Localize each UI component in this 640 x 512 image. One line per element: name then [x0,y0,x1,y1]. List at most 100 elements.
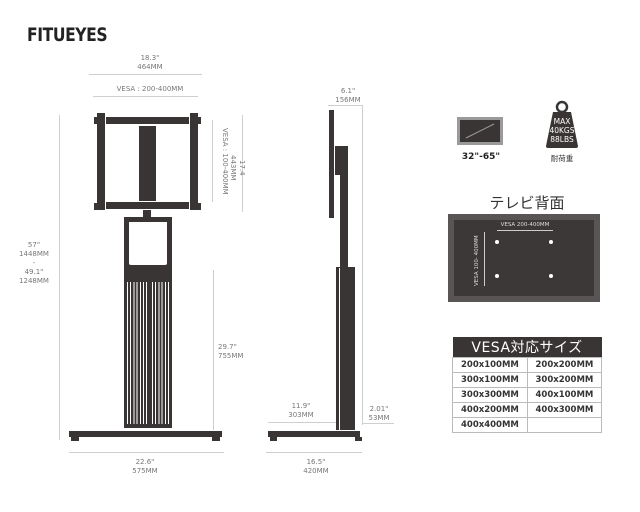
top-width-dimension: 18.3" 464MM [110,54,190,72]
side-base [268,431,360,437]
table-row: 400x400MM [452,417,602,433]
column-vent-left [127,282,147,424]
weight-caption: 耐荷重 [550,154,574,163]
side-lower-column [336,267,355,430]
base-foot [355,437,362,441]
dimension-mm: 755MM [218,352,244,360]
dimension-mm: 575MM [132,467,158,475]
table-cell: 400x200MM [452,402,528,418]
frame-knob [198,203,201,210]
side-upper-column [340,175,348,268]
vesa-frame-bottom-bar [106,202,189,209]
weight-text: MAX 40KGS 88LBS [544,117,580,144]
dimension-line [328,105,363,106]
base-width-line [69,452,224,453]
dimension-inch: 17.4 [238,160,246,176]
table-cell: 400x100MM [526,387,602,403]
tv-back-vesa-vertical: VESA 100- 400MM [474,235,480,286]
dimension-mm: 420MM [303,467,329,475]
vesa-center-bar [139,126,156,201]
mount-neck [143,210,151,218]
table-cell: 300x100MM [452,372,528,388]
logo-text-part2: EYES [65,24,108,46]
base-depth-line [266,452,362,453]
dimension-mm: 156MM [335,96,361,104]
dimension-line [242,115,243,212]
frame-knob [94,117,97,124]
vesa-hole [549,240,553,244]
vesa-table-header: VESA対応サイズ [452,337,602,358]
dimension-line [89,74,202,75]
tv-screen-line [465,123,495,139]
dimension-inch-max: 57" [27,241,41,249]
table-cell: 300x200MM [526,372,602,388]
tv-back-dimension-line [497,230,553,231]
tv-back-panel [448,214,600,302]
dimension-separator: - [32,259,36,267]
vesa-hole [495,240,499,244]
dimension-inch: 29.7" [218,343,237,351]
column-height-dimension: 29.7" 755MM [218,343,248,361]
logo-text-part1: FITU [27,24,66,46]
weight-max: MAX [553,117,571,126]
vesa-vertical-label: VESA : 100-400MM [221,127,229,195]
table-cell: 400x400MM [452,417,528,433]
dimension-inch: 16.5" [306,458,326,466]
column-highlight [339,268,340,430]
dimension-inch: 11.9" [291,402,311,410]
dimension-mm: 443MM [229,155,237,181]
tv-back-dimension-line [484,232,485,286]
base-foot [270,437,277,441]
column-vent-right [152,282,170,424]
vesa-hole [549,274,553,278]
vesa-frame-right-post [190,113,198,210]
tv-size-label: 32"-65" [461,152,501,162]
base-foot [212,437,220,441]
tv-screen [460,120,500,142]
frame-knob [198,117,201,124]
table-cell: 200x200MM [526,357,602,373]
front-offset-dimension: 11.9" 303MM [284,402,318,420]
base-foot [71,437,79,441]
dimension-line [212,120,213,202]
dimension-mm-min: 1248MM [19,277,49,285]
weight-icon [546,100,578,148]
bracket-window [129,222,167,265]
table-cell [526,417,602,433]
dimension-inch: 22.6" [135,458,155,466]
dimension-line [362,105,363,425]
vesa-frame-top-bar [106,117,189,124]
vesa-horizontal-label: VESA : 200-400MM [116,85,184,93]
frame-height-dimension: 17.4 443MM [228,148,246,188]
base-width-dimension: 22.6" 575MM [120,458,170,476]
depth-top-dimension: 6.1" 156MM [330,87,366,105]
tv-back-inner [454,220,594,296]
dimension-line [93,96,198,97]
table-cell: 200x100MM [452,357,528,373]
dimension-mm-max: 1448MM [19,250,49,258]
dimension-line [362,423,394,424]
table-cell: 400x300MM [526,402,602,418]
total-height-dimension: 57" 1448MM - 49.1" 1248MM [14,241,54,286]
dimension-mm: 53MM [368,414,390,422]
weight-kg: 40KGS [549,126,575,135]
dimension-inch: 2.01" [369,405,389,413]
tv-back-vesa-horizontal: VESA 200-400MM [500,222,550,228]
base-height-dimension: 2.01" 53MM [365,405,393,423]
stand-base [69,431,222,437]
table-cell: 300x300MM [452,387,528,403]
dimension-mm: 464MM [137,63,163,71]
side-mount-bracket [335,146,348,175]
column-height-line [213,270,214,430]
side-vesa-plate [329,110,334,218]
dimension-inch-min: 49.1" [24,268,44,276]
dimension-mm: 303MM [288,411,314,419]
frame-knob [94,203,97,210]
vesa-hole [495,274,499,278]
brand-logo: FITUEYES [27,24,108,46]
